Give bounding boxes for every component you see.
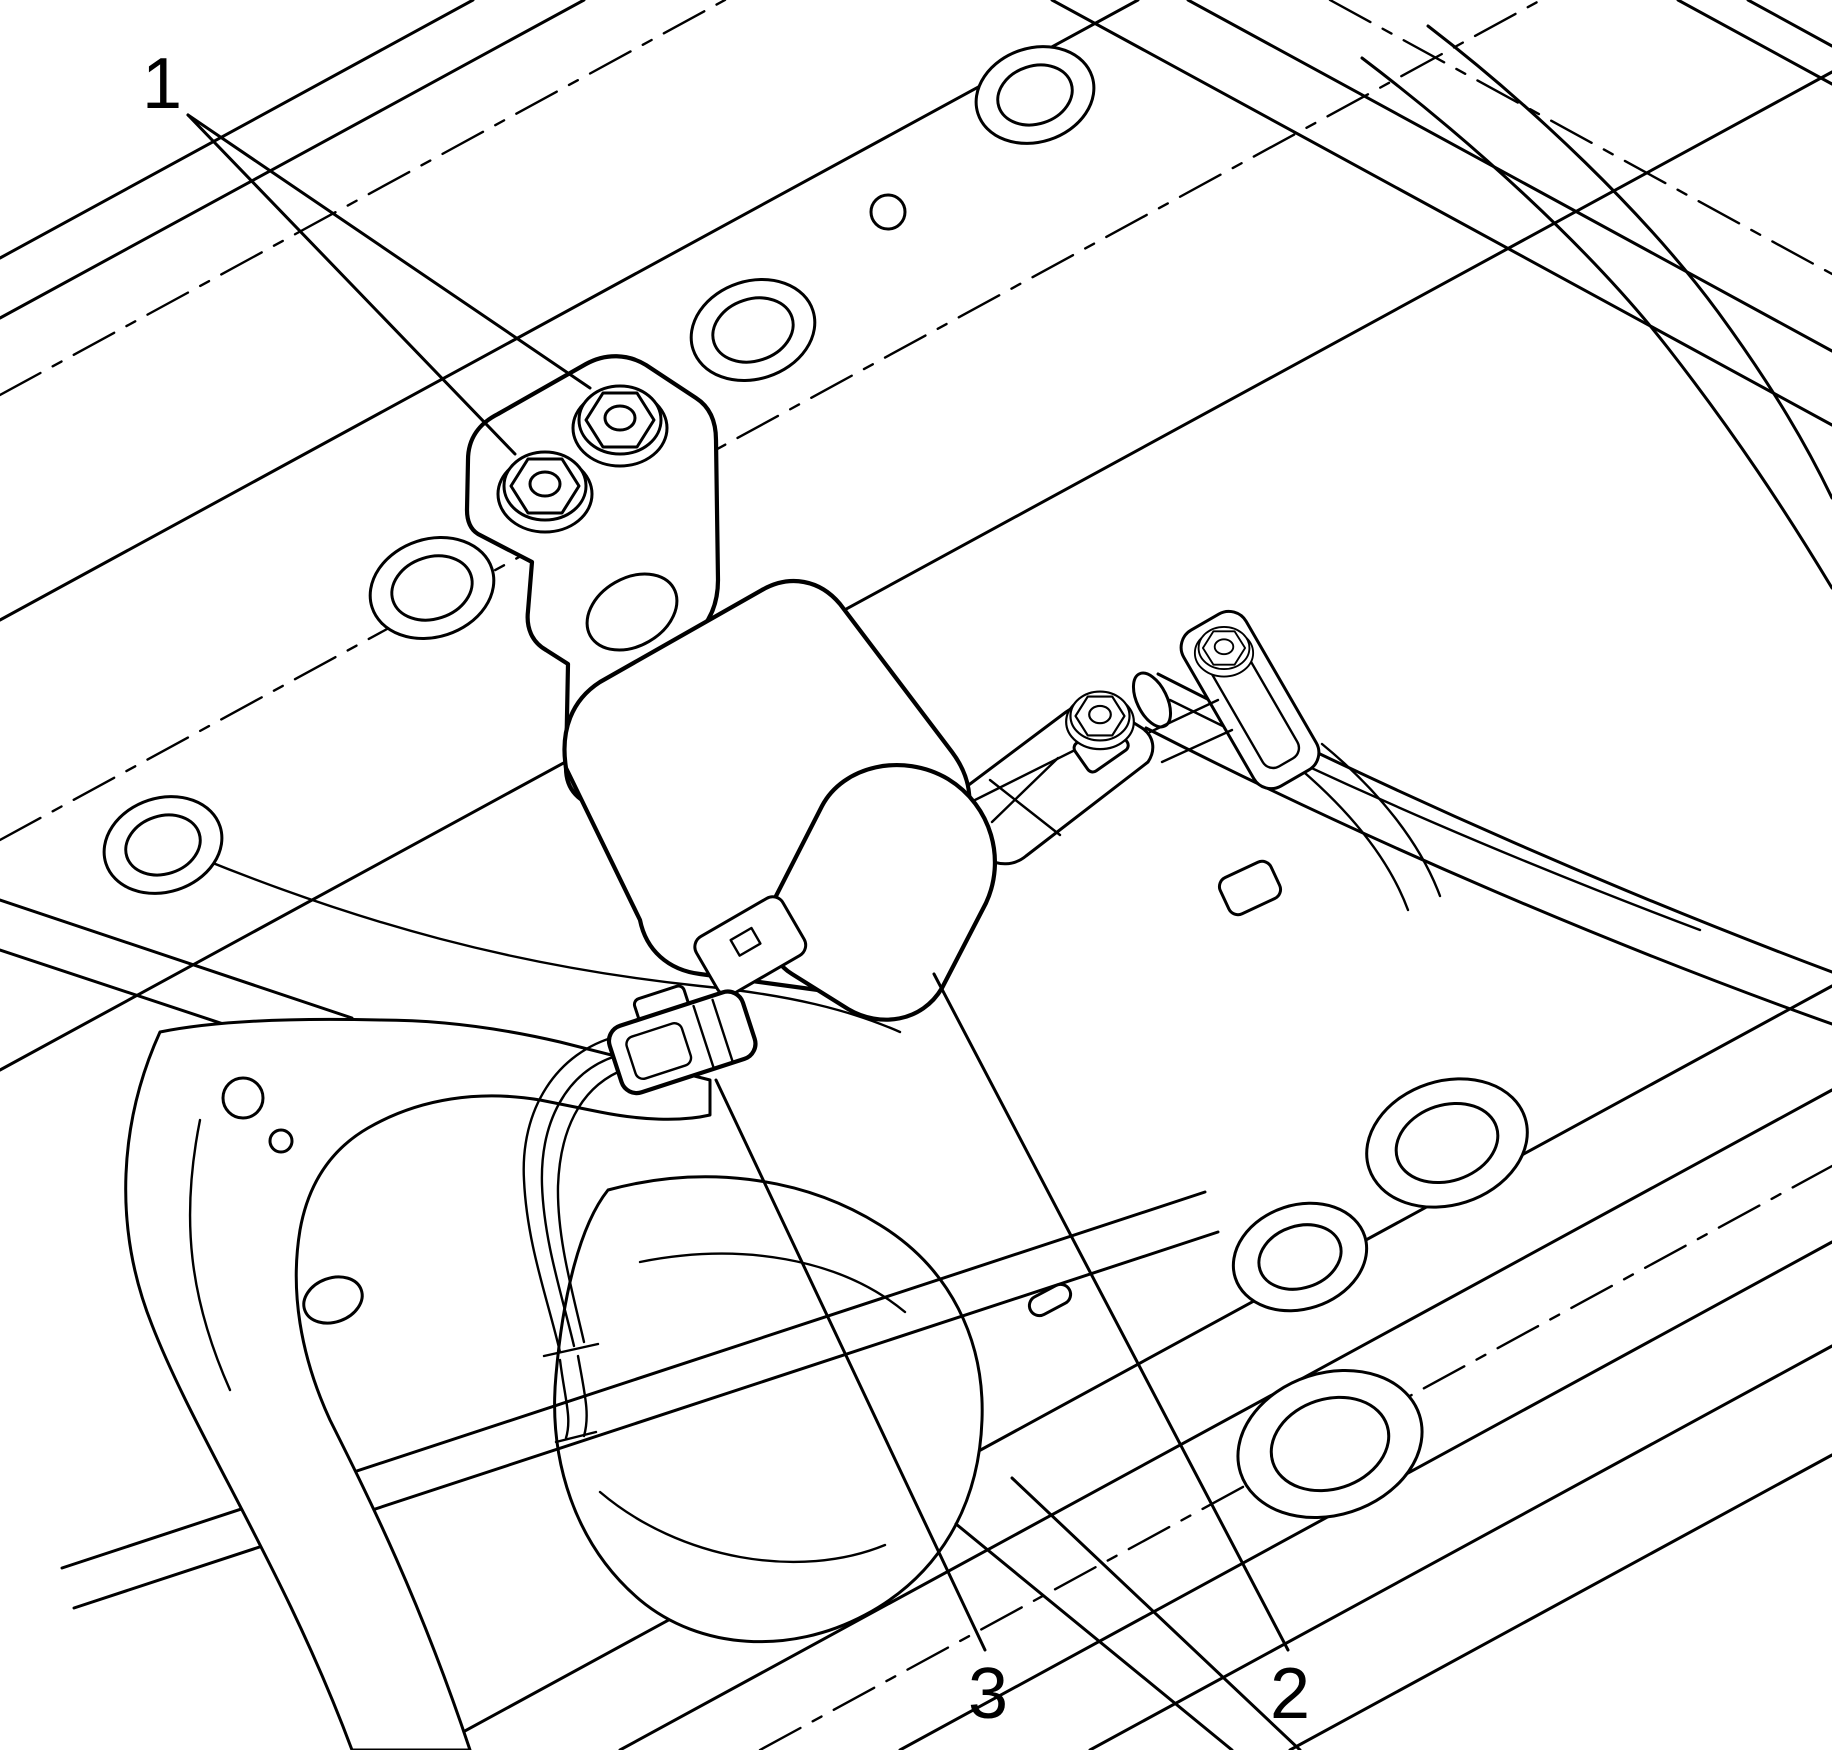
arm-hole [221,1076,265,1120]
frame-hole [689,277,817,383]
callout-1-label: 1 [142,44,182,124]
clip [1217,859,1283,917]
rod-clamp [1179,609,1321,791]
sensor-connector-port [693,895,808,997]
rail-edge [0,0,1140,622]
callout-1-leader-line [186,113,592,390]
port-shell [693,895,808,997]
clamp-bolt-icon [1193,625,1255,678]
member-edge [1010,1476,1302,1750]
callout-3-leader-line [714,1078,987,1652]
arm-outline [124,1017,712,1750]
bracket-hole [585,572,679,652]
frame-hole-inner [996,63,1074,127]
rod-edge [1144,726,1832,1026]
frame-hole [1365,1077,1529,1209]
strap [1320,742,1442,898]
wire [540,1054,618,1348]
connector-body-group [606,984,758,1096]
arm-brace [990,756,1060,824]
tube-edge [1426,24,1832,500]
arm-hole [302,1275,364,1325]
stabilizer-rod-assembly [1131,609,1832,1026]
wire [576,1354,588,1438]
callout-2-label: 2 [1270,1654,1310,1734]
arm-hole [268,1128,294,1154]
frame-hole [1236,1368,1424,1520]
tube-edge [1360,56,1832,590]
arm-brace [988,778,1062,837]
callouts: 1 3 2 [142,44,1310,1734]
center-underbody-shape [553,1175,1302,1750]
rail-edge [1088,1344,1832,1750]
wire-tick [554,1430,598,1444]
rail-edge [1288,1453,1832,1750]
crossmember-edge [1186,0,1832,353]
shape-detail [638,1252,907,1314]
frame-hole [1231,1201,1369,1313]
rail-edge [618,1088,1832,1750]
corner-edge [1746,0,1832,48]
crossmember-centerline [1328,0,1832,276]
connector-detail [625,1022,693,1081]
shape-outline [553,1175,984,1644]
member-edge [0,898,354,1020]
frame-holes [102,45,1529,1520]
frame-hole-inner [1269,1395,1391,1493]
connector-body [606,989,758,1096]
arm-link [1160,728,1234,764]
wire-tick [542,1342,600,1358]
arm-detail [188,1118,232,1392]
frame-hole-inner [390,554,474,622]
frame-hole [974,45,1096,145]
slot-hole [1027,1282,1073,1318]
mounting-nut-icon [571,384,669,468]
shape-detail [598,1490,887,1564]
callout-2-leader-line [932,972,1290,1652]
rail-edge [0,0,586,320]
wire [556,1070,620,1344]
rail-centerline [0,0,727,397]
frame-hole-inner [711,296,795,364]
strap [1290,760,1410,912]
member-edge [954,1522,1234,1750]
rail-edge [428,984,1832,1750]
connector-detail [692,1004,715,1069]
frame-hole-inner [124,813,202,877]
frame-hole-inner [1257,1223,1343,1291]
brake-line-tube [1360,24,1832,590]
small-hole [869,193,907,231]
callout-1-leader-line [186,113,517,456]
web-curve [146,834,902,1034]
arm-link [1148,698,1220,734]
rail-centerline [0,0,1543,842]
sensor-support-arm [939,690,1234,866]
sensor [693,763,998,1022]
crossmember-edge [1050,0,1832,427]
wire [522,1034,620,1354]
callout-3-label: 3 [968,1654,1008,1734]
rail-edge [0,70,1832,1072]
frame-hole-inner [1394,1101,1500,1185]
mounting-nut-icon [496,450,594,534]
rail-edge [0,0,475,260]
clamp-body [1179,609,1321,791]
frame-hole [102,795,224,895]
corner-edge [1676,0,1832,86]
lower-control-arm [124,1017,712,1750]
harness-connector [522,984,758,1444]
arm-bolt-icon [1065,690,1135,751]
wire [558,1358,570,1440]
port-pin [729,926,762,957]
connector-detail [711,998,734,1062]
